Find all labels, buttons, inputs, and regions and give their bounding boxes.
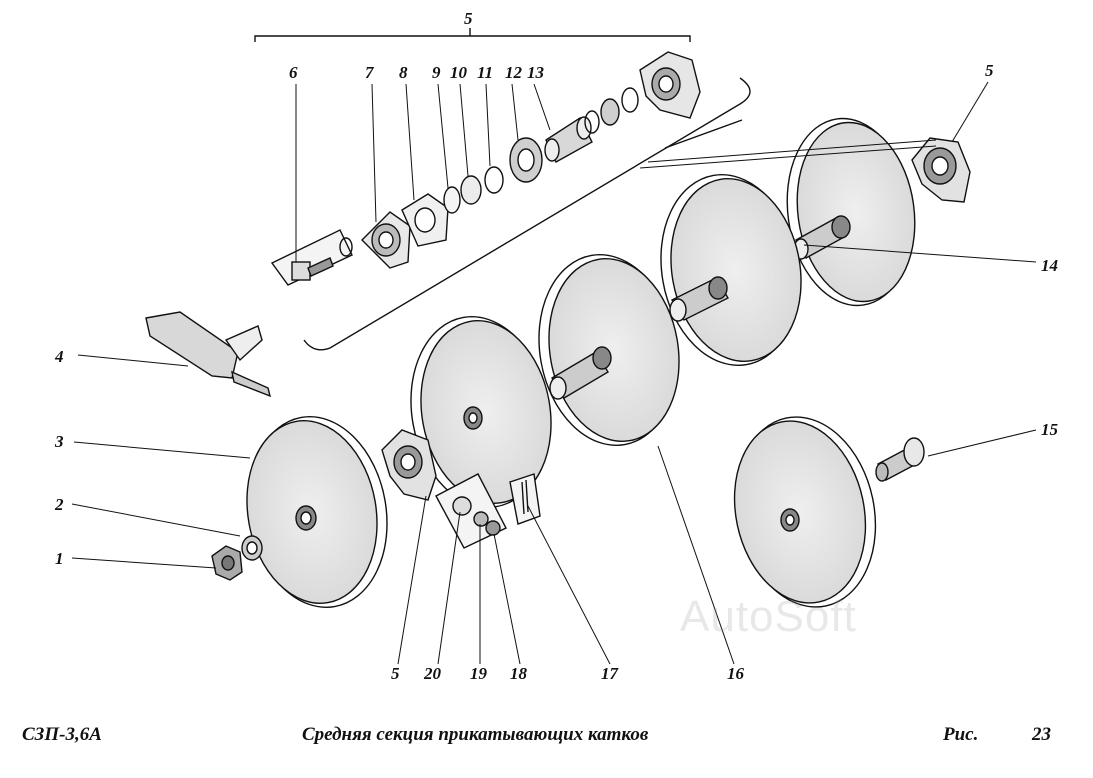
callout-6: 6 <box>289 63 298 82</box>
callout-5-right: 5 <box>985 61 994 80</box>
callout-13: 13 <box>527 63 545 82</box>
shaft-15 <box>875 437 925 482</box>
callout-5-bottom: 5 <box>391 664 400 683</box>
callout-9: 9 <box>432 63 441 82</box>
roller-disc-16 <box>538 254 680 446</box>
washer-under-7 <box>339 237 353 257</box>
callout-12: 12 <box>505 63 523 82</box>
callout-17: 17 <box>601 664 620 683</box>
figure-label: Рис. <box>943 724 979 745</box>
callout-7: 7 <box>365 63 375 82</box>
scraper-4 <box>145 311 272 398</box>
cotter-pin-17 <box>509 473 541 525</box>
ring-upper <box>621 87 639 113</box>
figure-title: Средняя секция прикатывающих катков <box>302 724 649 745</box>
callout-1: 1 <box>55 549 64 568</box>
roller-disc-lower-right <box>733 416 877 608</box>
callout-10: 10 <box>450 63 468 82</box>
ring-9 <box>443 186 461 214</box>
callout-20: 20 <box>423 664 442 683</box>
bearing-12 <box>509 137 543 183</box>
watermark-text: AutoSoft <box>680 592 857 641</box>
flange-7 <box>361 211 411 269</box>
ring-11 <box>484 166 504 194</box>
roller-disc-upper-mid <box>660 174 802 366</box>
callout-16: 16 <box>727 664 745 683</box>
bearing-group-outline <box>303 77 751 351</box>
hardware-plate <box>435 473 507 549</box>
nut-1 <box>211 545 243 581</box>
callout-11: 11 <box>477 63 493 82</box>
callout-5-top: 5 <box>464 9 473 28</box>
leader-lines <box>71 81 1037 665</box>
bearing-housing-upper <box>639 51 701 119</box>
callout-14: 14 <box>1041 256 1058 275</box>
roller-disc-14-group <box>786 117 916 307</box>
washer-2 <box>241 535 263 561</box>
outline-bottom-edge <box>664 119 743 149</box>
figure-number: 23 <box>1032 724 1051 745</box>
callout-2: 2 <box>54 495 64 514</box>
model-label: СЗП-3,6А <box>22 724 102 745</box>
callout-15: 15 <box>1041 420 1059 439</box>
roller-disc-center <box>410 316 552 508</box>
bearing-housing-center <box>381 429 437 501</box>
callout-8: 8 <box>399 63 408 82</box>
callout-18: 18 <box>510 664 528 683</box>
bolt-6 <box>270 229 353 286</box>
seal-10 <box>460 175 482 205</box>
roller-disc-3 <box>246 416 388 608</box>
seal-upper <box>600 98 620 126</box>
circlip-upper-a <box>584 110 600 134</box>
callout-4: 4 <box>54 347 64 366</box>
callout-3: 3 <box>54 432 64 451</box>
bracket-5-top <box>254 35 691 42</box>
bearing-housing-right <box>911 137 971 203</box>
sleeve-13 <box>544 116 593 163</box>
callout-19: 19 <box>470 664 488 683</box>
gasket-8 <box>401 193 449 247</box>
